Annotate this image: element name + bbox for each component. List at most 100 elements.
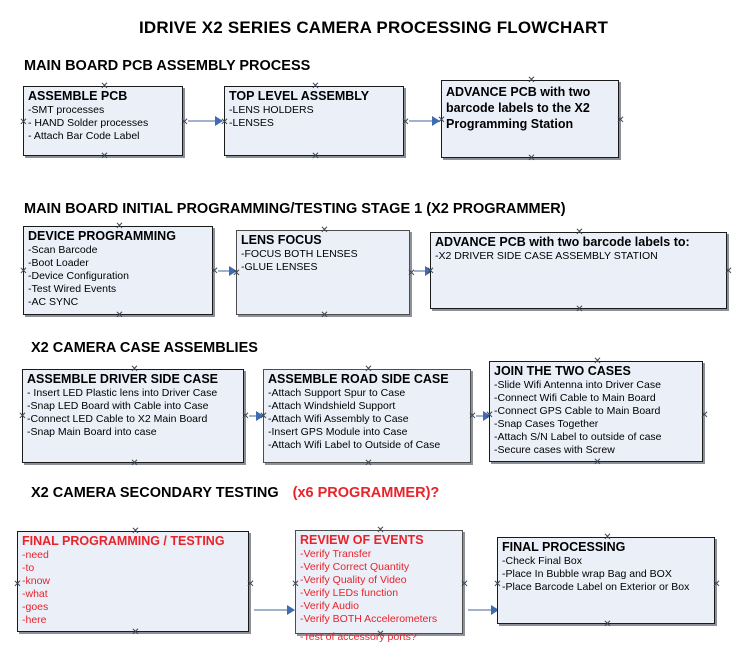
list-item: -AC SYNC xyxy=(28,296,79,308)
anchor-handle-left[interactable] xyxy=(220,118,229,127)
anchor-handle-top[interactable] xyxy=(131,527,140,536)
node-title: LENS FOCUS xyxy=(241,233,322,247)
node-join-the-two-cases[interactable]: JOIN THE TWO CASES -Slide Wifi Antenna i… xyxy=(489,361,703,462)
anchor-handle-top[interactable] xyxy=(100,82,109,91)
anchor-handle-top[interactable] xyxy=(320,226,329,235)
anchor-handle-right[interactable] xyxy=(700,411,709,420)
list-item: -LENS HOLDERS xyxy=(229,104,314,116)
anchor-handle-top[interactable] xyxy=(115,222,124,231)
node-title: ADVANCE PCB with two barcode labels to: xyxy=(435,235,690,249)
anchor-handle-right[interactable] xyxy=(460,580,469,589)
node-final-processing[interactable]: FINAL PROCESSING -Check Final Box -Place… xyxy=(497,537,715,624)
anchor-handle-top[interactable] xyxy=(603,533,612,542)
anchor-handle-left[interactable] xyxy=(291,580,300,589)
section-heading-x2-camera-secondary-testing: X2 CAMERA SECONDARY TESTING (x6 PROGRAMM… xyxy=(31,485,439,501)
node-title: REVIEW OF EVENTS xyxy=(300,533,424,547)
anchor-handle-top[interactable] xyxy=(364,365,373,374)
anchor-handle-right[interactable] xyxy=(712,580,721,589)
arrow-head-icon xyxy=(215,116,223,126)
anchor-handle-left[interactable] xyxy=(485,411,494,420)
list-item: -goes xyxy=(22,601,49,613)
node-item-list: - Insert LED Plastic lens into Driver Ca… xyxy=(23,387,243,439)
node-item-list: -need -to -know -what -goes -here xyxy=(18,549,248,627)
anchor-handle-bottom[interactable] xyxy=(364,459,373,468)
list-item: -Verify Quality of Video xyxy=(300,574,407,586)
list-item: - Insert LED Plastic lens into Driver Ca… xyxy=(27,387,218,399)
list-item: -Verify Transfer xyxy=(300,548,372,560)
anchor-handle-bottom[interactable] xyxy=(527,154,536,163)
section-heading-main-board-initial-programming: MAIN BOARD INITIAL PROGRAMMING/TESTING S… xyxy=(24,201,566,217)
anchor-handle-bottom[interactable] xyxy=(575,305,584,314)
anchor-handle-bottom[interactable] xyxy=(376,630,385,639)
node-title: ASSEMBLE ROAD SIDE CASE xyxy=(268,372,449,386)
anchor-handle-top[interactable] xyxy=(575,228,584,237)
list-item: -Connect Wifi Cable to Main Board xyxy=(494,392,656,404)
conn-review-to-final-processing xyxy=(468,605,499,615)
arrow-head-icon xyxy=(491,605,499,615)
section-heading-accent: (x6 PROGRAMMER)? xyxy=(292,485,440,501)
section-heading-text: X2 CAMERA CASE ASSEMBLIES xyxy=(31,340,258,356)
anchor-handle-bottom[interactable] xyxy=(115,311,124,320)
list-item: -need xyxy=(22,549,49,561)
node-item-list: -SMT processes - HAND Solder processes -… xyxy=(24,104,182,143)
section-heading-text: MAIN BOARD PCB ASSEMBLY PROCESS xyxy=(24,58,311,74)
anchor-handle-top[interactable] xyxy=(593,357,602,366)
anchor-handle-left[interactable] xyxy=(426,267,435,276)
anchor-handle-right[interactable] xyxy=(724,267,733,276)
anchor-handle-left[interactable] xyxy=(13,580,22,589)
anchor-handle-bottom[interactable] xyxy=(131,628,140,637)
list-item: -Test Wired Events xyxy=(28,283,117,295)
list-item: -Connect LED Cable to X2 Main Board xyxy=(27,413,208,425)
anchor-handle-bottom[interactable] xyxy=(603,620,612,629)
node-title: DEVICE PROGRAMMING xyxy=(28,229,176,243)
anchor-handle-top[interactable] xyxy=(130,365,139,374)
node-assemble-driver-side-case[interactable]: ASSEMBLE DRIVER SIDE CASE - Insert LED P… xyxy=(22,369,244,463)
node-title: TOP LEVEL ASSEMBLY xyxy=(229,89,370,103)
list-item: -Scan Barcode xyxy=(28,244,98,256)
anchor-handle-left[interactable] xyxy=(493,580,502,589)
node-item-list: -Check Final Box -Place In Bubble wrap B… xyxy=(498,555,714,594)
anchor-handle-top[interactable] xyxy=(311,82,320,91)
anchor-handle-bottom[interactable] xyxy=(130,459,139,468)
node-review-of-events[interactable]: REVIEW OF EVENTS -Verify Transfer -Verif… xyxy=(295,530,463,643)
node-lens-focus[interactable]: LENS FOCUS -FOCUS BOTH LENSES -GLUE LENS… xyxy=(236,230,410,315)
list-item: - HAND Solder processes xyxy=(28,117,149,129)
node-advance-pcb-to-driver-side-case[interactable]: ADVANCE PCB with two barcode labels to: … xyxy=(430,232,727,309)
node-title: JOIN THE TWO CASES xyxy=(494,364,631,378)
node-item-list: -X2 DRIVER SIDE CASE ASSEMBLY STATION xyxy=(431,250,726,263)
anchor-handle-right[interactable] xyxy=(246,580,255,589)
node-advance-pcb-to-programming-station[interactable]: ADVANCE PCB with two barcode labels to t… xyxy=(441,80,619,158)
anchor-handle-right[interactable] xyxy=(616,116,625,125)
node-title: ADVANCE PCB with two barcode labels to t… xyxy=(446,85,591,131)
anchor-handle-bottom[interactable] xyxy=(100,152,109,161)
anchor-handle-left[interactable] xyxy=(19,267,28,276)
anchor-handle-left[interactable] xyxy=(259,412,268,421)
node-device-programming[interactable]: DEVICE PROGRAMMING -Scan Barcode -Boot L… xyxy=(23,226,213,315)
node-top-level-assembly[interactable]: TOP LEVEL ASSEMBLY -LENS HOLDERS -LENSES xyxy=(224,86,404,156)
list-item: -Verify Correct Quantity xyxy=(300,561,410,573)
list-item: -Insert GPS Module into Case xyxy=(268,426,408,438)
node-item-list: -LENS HOLDERS -LENSES xyxy=(225,104,403,130)
list-item: -to xyxy=(22,562,35,574)
anchor-handle-top[interactable] xyxy=(527,76,536,85)
anchor-handle-left[interactable] xyxy=(19,118,28,127)
node-title: ASSEMBLE PCB xyxy=(28,89,128,103)
arrow-head-icon xyxy=(432,116,440,126)
anchor-handle-bottom[interactable] xyxy=(593,458,602,467)
node-assemble-road-side-case[interactable]: ASSEMBLE ROAD SIDE CASE -Attach Support … xyxy=(263,369,471,463)
anchor-handle-top[interactable] xyxy=(376,526,385,535)
anchor-handle-left[interactable] xyxy=(232,269,241,278)
node-final-programming-testing[interactable]: FINAL PROGRAMMING / TESTING -need -to -k… xyxy=(17,531,249,632)
anchor-handle-left[interactable] xyxy=(18,412,27,421)
node-item-list: -Slide Wifi Antenna into Driver Case -Co… xyxy=(490,379,702,457)
conn-final-programming-to-review xyxy=(254,605,295,615)
list-item: -Check Final Box xyxy=(502,555,582,567)
anchor-handle-bottom[interactable] xyxy=(320,311,329,320)
anchor-handle-left[interactable] xyxy=(437,116,446,125)
list-item: -X2 DRIVER SIDE CASE ASSEMBLY STATION xyxy=(435,250,658,262)
node-item-list: -FOCUS BOTH LENSES -GLUE LENSES xyxy=(237,248,409,274)
node-assemble-pcb[interactable]: ASSEMBLE PCB -SMT processes - HAND Solde… xyxy=(23,86,183,156)
arrow-head-icon xyxy=(287,605,295,615)
anchor-handle-bottom[interactable] xyxy=(311,152,320,161)
